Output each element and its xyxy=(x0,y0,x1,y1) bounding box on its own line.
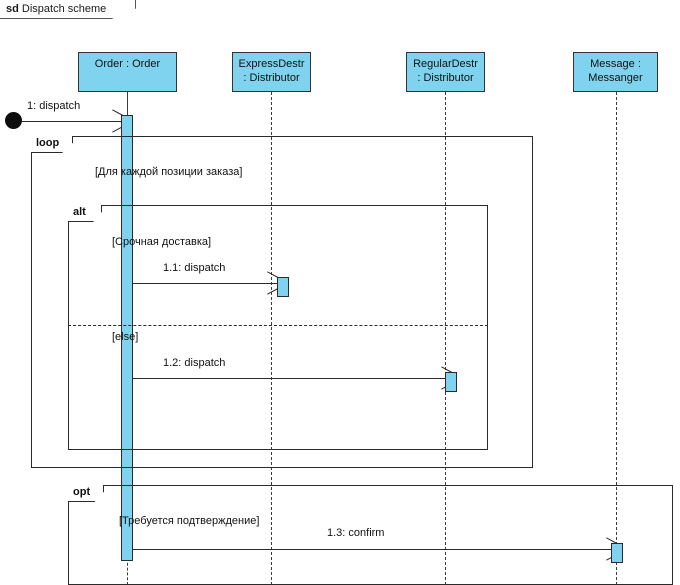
fragment-loop[interactable] xyxy=(31,136,533,468)
arrow-head-m11 xyxy=(266,276,277,290)
lifeline-express xyxy=(271,92,272,585)
message-label-start: 1: dispatch xyxy=(27,100,81,112)
message-line-m11 xyxy=(133,283,277,284)
fragment-operand-divider-alt xyxy=(68,325,488,326)
activation-express[interactable] xyxy=(277,277,289,297)
diagram-kind-label: sd xyxy=(6,3,19,15)
lifeline-order-tail xyxy=(127,558,128,585)
fragment-guard-alt-operand-1: [Срочная доставка] xyxy=(112,236,212,248)
lifeline-head-express-line2: : Distributor xyxy=(243,72,300,84)
message-line-m13 xyxy=(133,549,622,550)
lifeline-head-messenger[interactable]: Message : Messanger xyxy=(573,52,658,92)
message-line-m12 xyxy=(133,378,451,379)
lifeline-head-regular[interactable]: RegularDestr : Distributor xyxy=(406,52,485,92)
message-label-m12: 1.2: dispatch xyxy=(163,357,226,369)
activation-messenger[interactable] xyxy=(611,543,623,563)
fragment-guard-loop: [Для каждой позиции заказа] xyxy=(95,166,243,178)
fragment-alt[interactable] xyxy=(68,205,488,450)
message-label-m11: 1.1: dispatch xyxy=(163,262,226,274)
fragment-guard-alt-operand-2: [else] xyxy=(112,331,139,343)
lifeline-messenger xyxy=(616,92,617,585)
message-label-m13: 1.3: confirm xyxy=(327,527,385,539)
fragment-operator-loop: loop xyxy=(31,136,73,153)
lifeline-head-express-line1: ExpressDestr xyxy=(238,58,305,70)
lifeline-head-order[interactable]: Order : Order xyxy=(78,52,177,92)
lifeline-head-regular-line2: : Distributor xyxy=(417,72,474,84)
diagram-frame-label: sd Dispatch scheme xyxy=(0,0,136,19)
fragment-guard-opt: [Требуется подтверждение] xyxy=(119,515,260,527)
lifeline-head-messenger-line1: Message : xyxy=(590,58,641,70)
lifeline-head-express[interactable]: ExpressDestr : Distributor xyxy=(232,52,311,92)
lifeline-regular xyxy=(445,92,446,585)
lifeline-head-messenger-line2: Messanger xyxy=(588,72,643,84)
lifeline-order xyxy=(127,92,128,116)
activation-regular[interactable] xyxy=(445,372,457,392)
lifeline-head-regular-line1: RegularDestr xyxy=(413,58,478,70)
lifeline-head-order-line1: Order : Order xyxy=(94,58,161,70)
found-message-start-node xyxy=(5,112,22,129)
message-line-start xyxy=(21,121,122,122)
diagram-title: Dispatch scheme xyxy=(21,3,107,15)
